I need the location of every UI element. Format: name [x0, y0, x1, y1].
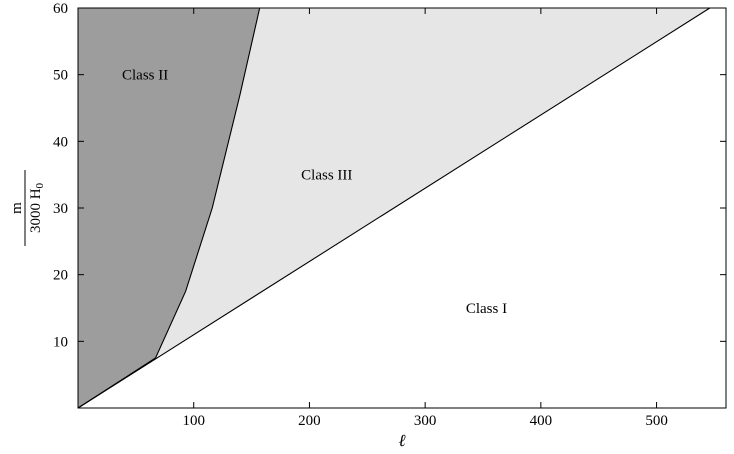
class-ii-boundary-curve	[77, 7, 261, 409]
region-label-class-i: Class I	[466, 301, 507, 317]
x-axis-label: ℓ	[398, 431, 405, 450]
y-tick-label: 20	[53, 268, 68, 284]
y-tick-label: 10	[53, 334, 68, 350]
x-tick-label: 200	[298, 413, 321, 429]
y-axis-label-numerator: m	[9, 202, 25, 214]
y-tick-label: 30	[53, 201, 68, 217]
class-i-boundary-line	[77, 7, 711, 409]
y-axis-label: m 3000 H0	[9, 170, 46, 246]
y-axis-denominator-text: 3000 H	[28, 188, 44, 233]
region-labels: Class II Class III Class I	[122, 68, 507, 317]
x-tick-label: 300	[414, 413, 437, 429]
y-tick-label: 60	[53, 1, 68, 17]
x-tick-label: 400	[530, 413, 553, 429]
y-axis-label-denominator: 3000 H0	[28, 182, 46, 233]
plot-area	[77, 7, 711, 409]
region-label-class-iii: Class III	[301, 168, 352, 184]
y-tick-label: 40	[53, 134, 68, 150]
x-tick-label: 100	[182, 413, 205, 429]
region-class-ii	[78, 8, 260, 408]
x-tick-label: 500	[645, 413, 668, 429]
y-tick-label: 50	[53, 68, 68, 84]
region-label-class-ii: Class II	[122, 68, 168, 84]
y-axis-denominator-subscript: 0	[34, 182, 46, 188]
axis-ticks: 100 200 300 400 500 10 20 30 40 50 60	[53, 1, 726, 429]
